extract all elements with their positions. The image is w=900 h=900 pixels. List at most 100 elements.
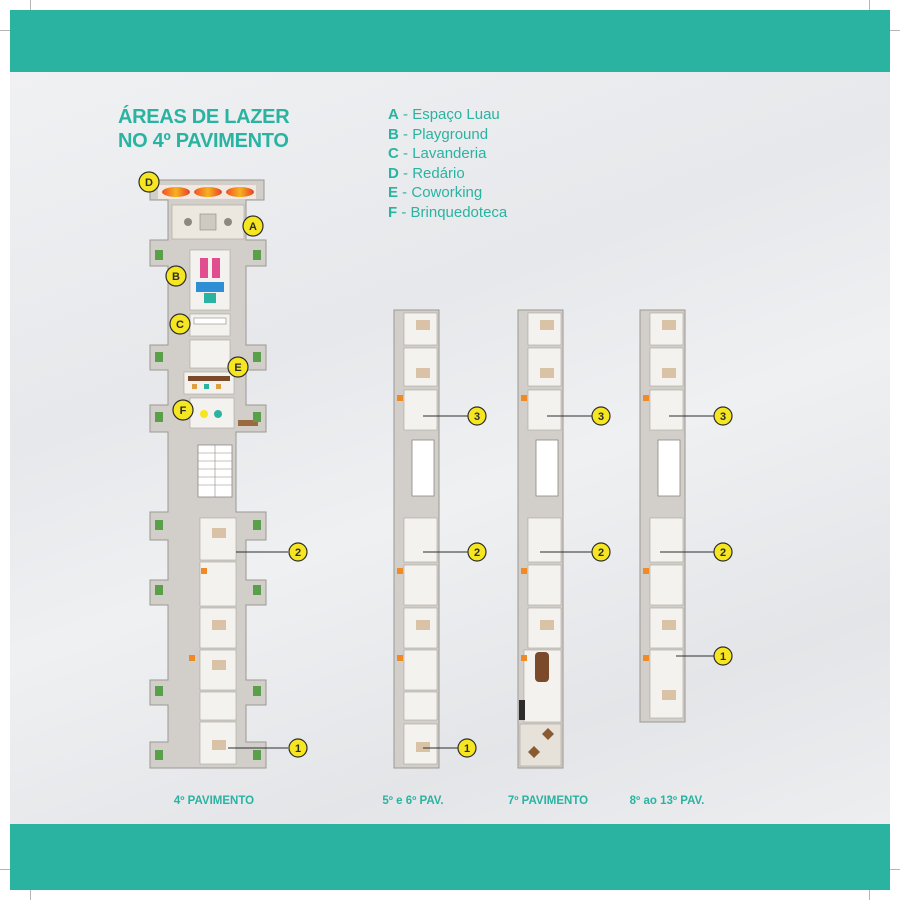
playground-equipment [204,293,216,303]
legend-letter: B [388,125,399,143]
marker-label: F [180,405,187,417]
orange-furniture [189,568,207,661]
marker-c: C [169,313,191,335]
playground-equipment [196,282,224,292]
laundry-area [189,313,231,337]
marker-f: F [172,399,194,421]
plan-4th-floor [149,179,267,769]
legend-letter: A [388,106,399,123]
marker-unit-2: 2 [591,542,611,562]
title-line-2: NO 4º PAVIMENTO [118,130,289,152]
marker-unit-1: 1 [457,738,477,758]
bottom-band [10,824,890,890]
legend-text: Brinquedoteca [410,203,508,221]
apartment [199,691,237,721]
marker-unit-3: 3 [713,406,733,426]
toy [200,410,208,418]
marker-label: 1 [295,743,301,755]
stairs [535,439,559,497]
legend: A - Espaço Luau B - Playground C - Lavan… [388,105,507,222]
apartment [199,517,237,561]
beds [662,320,676,700]
hammock [162,187,190,197]
marker-label: 2 [598,547,604,559]
dark-panel [519,700,525,720]
legend-item-a: A - Espaço Luau [388,106,500,123]
floor-label-5th-6th: 5º e 6º PAV. [382,795,444,807]
coworking-seat [204,384,209,389]
legend-item-f: F - Brinquedoteca [388,203,508,221]
beds [540,320,554,630]
legend-item-c: C - Lavanderia [388,145,487,162]
plan-7th-floor [517,309,564,769]
orange-furniture [397,395,403,661]
legend-text: Lavanderia [412,145,487,162]
top-band [10,10,890,72]
crop-mark [869,0,870,10]
planters [155,250,261,760]
orange-furniture [643,395,649,661]
marker-label: 1 [464,743,470,755]
marker-label: 2 [295,547,301,559]
legend-letter: D [388,164,399,182]
apartments [527,312,562,649]
legend-letter: E [388,184,399,201]
marker-label: D [145,177,153,189]
marker-label: E [234,362,241,374]
toy-room [189,397,235,429]
crop-mark [30,0,31,10]
plan-8th-13th-floor [639,309,686,723]
marker-unit-2: 2 [288,542,308,562]
marker-label: B [172,271,180,283]
playground-equipment [200,258,208,278]
bench [238,420,258,426]
luau-table [184,218,192,226]
floor-label-8th-13th: 8º ao 13º PAV. [629,795,705,807]
legend-text: Espaço Luau [412,106,500,123]
marker-label: 1 [720,651,726,663]
luau-table [224,218,232,226]
legend-letter: C [388,145,399,162]
marker-d: D [138,171,160,193]
hammock [194,187,222,197]
crop-mark [869,890,870,900]
coworking-seat [216,384,221,389]
crop-mark [30,890,31,900]
legend-text: Redário [412,164,465,182]
marker-a: A [242,215,264,237]
marker-e: E [227,356,249,378]
crop-mark [890,869,900,870]
marker-label: 3 [474,411,480,423]
toy [214,410,222,418]
marker-label: 2 [720,547,726,559]
stairs [411,439,435,497]
floor-label-7th: 7º PAVIMENTO [507,795,589,807]
legend-item-b: B - Playground [388,125,489,143]
crop-mark [890,30,900,31]
beds [212,528,226,750]
marker-label: A [249,221,257,233]
stairs [657,439,681,497]
page-title: ÁREAS DE LAZER NO 4º PAVIMENTO [118,105,290,153]
legend-text: Coworking [411,184,483,201]
orange-furniture [521,395,527,661]
plan-5th-6th-floor [393,309,440,769]
title-line-1: ÁREAS DE LAZER [118,106,290,128]
playground-equipment [212,258,220,278]
stair-steps [198,445,232,497]
legend-text: Playground [412,125,489,143]
apartments [403,312,438,765]
dining-table [535,652,549,682]
terrace [519,723,562,767]
marker-unit-3: 3 [591,406,611,426]
coworking-area [183,371,235,395]
marker-label: C [176,319,184,331]
crop-mark [0,30,10,31]
marker-label: 3 [720,411,726,423]
marker-unit-1: 1 [713,646,733,666]
legend-item-e: E - Coworking [388,184,483,201]
marker-unit-2: 2 [467,542,487,562]
legend-item-d: D - Redário [388,164,465,182]
marker-unit-1: 1 [288,738,308,758]
